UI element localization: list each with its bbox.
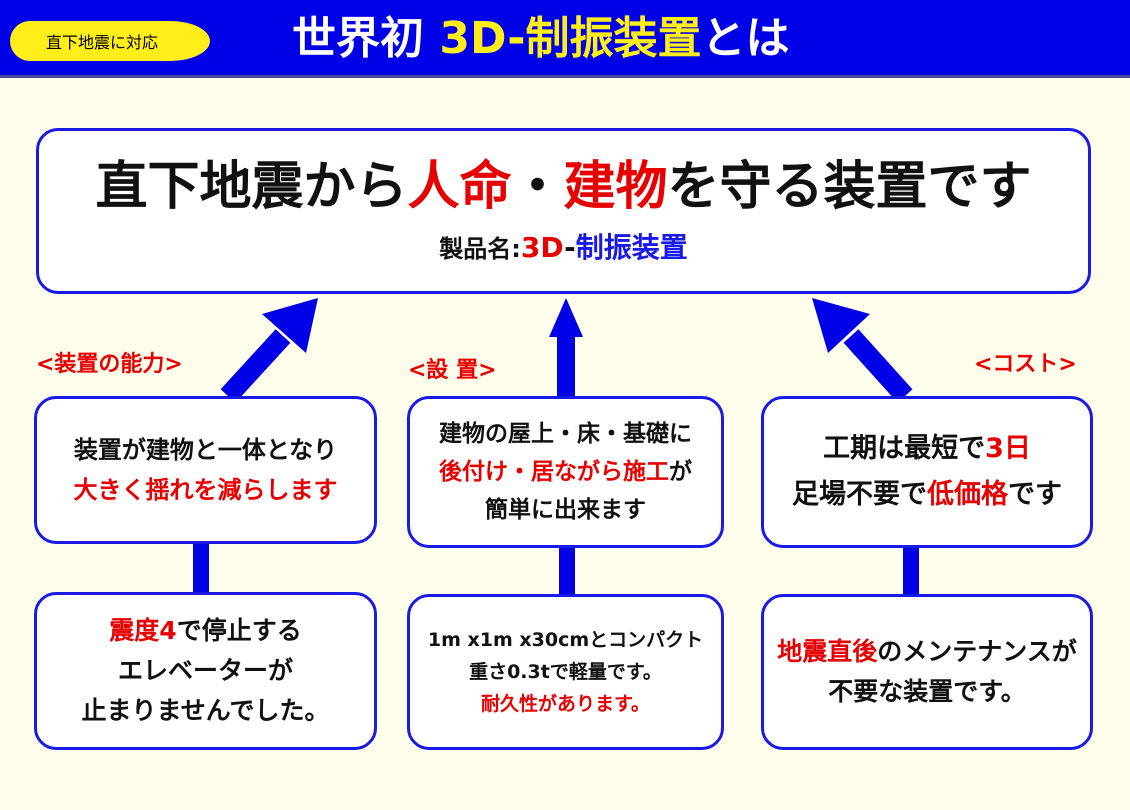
main-statement: 直下地震から人命・建物を守る装置です [95,154,1031,220]
capability-line-1: 装置が建物と一体となり [73,436,338,464]
elevator-text: で停止する [176,616,302,645]
capability-box: 装置が建物と一体となり 大きく揺れを減らします [34,396,377,544]
left-arrow-head [262,298,318,353]
three-days: 3日 [985,433,1031,464]
installation-line-3: 簡単に出来ます [485,497,646,523]
maintenance-line-2: 不要な装置です。 [828,677,1026,706]
center-arrow-head [549,298,583,337]
maintenance-line-1: 地震直後のメンテナンスが [777,632,1077,672]
spec-line-1: 1m x1m x30cmとコンパクト [427,629,704,651]
seismic-intensity: 震度4 [109,616,177,645]
product-label: 製品名: [439,234,521,263]
installation-box: 建物の屋上・床・基礎に 後付け・居ながら施工が 簡単に出来ます [407,396,724,548]
elevator-box: 震度4で停止する エレベーターが 止まりませんでした。 [34,592,377,750]
cost-text: です [1008,479,1062,510]
cost-box: 工期は最短で3日 足場不要で低価格です [761,396,1093,548]
header-bar: 直下地震に対応 世界初 3D-制振装置とは [0,0,1130,78]
spec-line-2: 重さ0.3tで軽量です。 [469,661,662,683]
right-arrow-shaft [843,329,913,403]
maintenance-text: のメンテナンスが [877,637,1077,666]
cost-line-2: 足場不要で低価格です [792,472,1062,518]
elevator-line-2: エレベーターが [117,656,293,685]
caption-installation: <設 置> [408,358,497,383]
center-arrow-shaft [557,335,575,399]
maintenance-box: 地震直後のメンテナンスが 不要な装置です。 [761,594,1093,750]
installation-particle: が [669,459,692,485]
low-price: 低価格 [927,479,1008,510]
product-name: 制振装置 [575,230,688,264]
title-accent: 3D-制振装置 [439,13,702,64]
elevator-line-1: 震度4で停止する [109,611,301,651]
cost-text: 工期は最短で [823,433,986,464]
statement-building: 建物 [563,156,668,217]
page-title: 世界初 3D-制振装置とは [292,8,790,70]
product-name-line: 製品名:3D-制振装置 [439,228,688,269]
installation-line-1: 建物の屋上・床・基礎に [439,421,692,447]
retrofit-text: 後付け・居ながら施工 [439,459,669,485]
caption-capability: <装置の能力> [36,352,183,377]
spec-line-3: 耐久性があります。 [480,693,651,715]
cost-line-1: 工期は最短で3日 [823,426,1031,472]
earthquake-badge: 直下地震に対応 [10,21,210,61]
left-arrow-shaft [220,329,291,403]
spec-box: 1m x1m x30cmとコンパクト 重さ0.3tで軽量です。 耐久性があります… [407,594,724,750]
title-prefix: 世界初 [292,13,440,64]
right-arrow-head [812,298,870,353]
statement-human-life: 人命 [407,156,512,217]
elevator-line-3: 止まりませんでした。 [81,696,330,725]
statement-part: 直下地震から [95,156,408,217]
center-connector [559,547,575,595]
product-dash: - [564,230,576,264]
capability-line-2: 大きく揺れを減らします [73,476,338,504]
main-statement-box: 直下地震から人命・建物を守る装置です 製品名:3D-制振装置 [36,128,1091,294]
cost-text: 足場不要で [792,479,927,510]
left-connector [193,542,209,594]
installation-line-2: 後付け・居ながら施工が [439,453,692,491]
caption-cost: <コスト> [974,352,1077,377]
statement-part: を守る装置です [667,156,1032,217]
title-suffix: とは [701,13,790,64]
product-code: 3D [520,230,565,264]
statement-dot: ・ [511,156,564,217]
right-connector [903,547,919,595]
after-earthquake: 地震直後 [777,637,878,666]
